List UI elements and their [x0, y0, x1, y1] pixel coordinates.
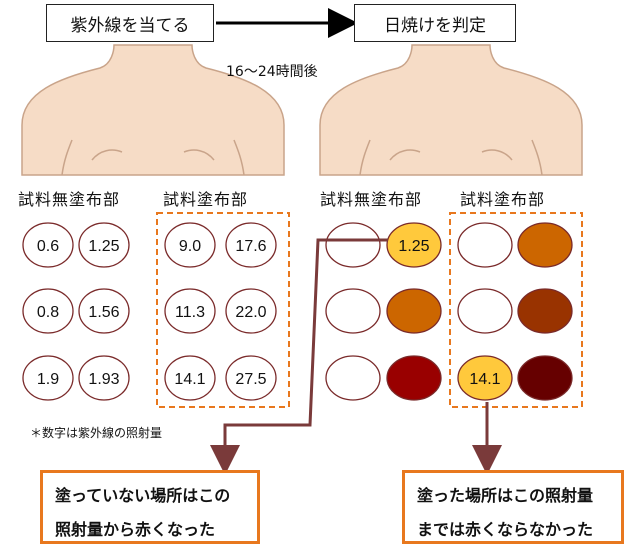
- circle: [386, 288, 442, 334]
- circle-highlight: [386, 222, 442, 268]
- circle: [22, 288, 74, 334]
- value-text: 22.0: [235, 304, 266, 321]
- circle: [225, 288, 277, 334]
- right-treated-label: 試料塗布部: [460, 190, 546, 209]
- right-untreated-label: 試料無塗布部: [320, 190, 423, 209]
- left-circle-values: 0.6 1.25 0.8 1.56 1.9 1.93 9.0 17.6 11.3…: [37, 238, 267, 388]
- right-treated-circles: [457, 222, 573, 401]
- value-text: 1.9: [37, 371, 59, 388]
- circle: [78, 222, 130, 268]
- circle: [325, 355, 381, 401]
- circle: [225, 355, 277, 401]
- callout-treated-line1: 塗った場所はこの照射量: [417, 486, 594, 505]
- value-text: 0.6: [37, 238, 59, 255]
- interval-label: 16〜24時間後: [226, 64, 318, 80]
- step-sunburn-judgement: 日焼けを判定: [354, 4, 516, 42]
- circle: [225, 222, 277, 268]
- highlight-untreated-value: 1.25: [398, 238, 429, 255]
- circle: [78, 288, 130, 334]
- callout-untreated: 塗っていない場所はこの 照射量から赤くなった: [40, 470, 260, 544]
- circle: [457, 222, 513, 268]
- value-text: 27.5: [235, 371, 266, 388]
- circle: [517, 355, 573, 401]
- left-treated-dashed-box: [156, 212, 290, 408]
- circle: [22, 355, 74, 401]
- value-text: 0.8: [37, 304, 59, 321]
- circle: [22, 222, 74, 268]
- value-text: 9.0: [179, 238, 201, 255]
- value-text: 1.93: [88, 371, 119, 388]
- left-treated-label: 試料塗布部: [163, 190, 249, 209]
- left-torso-illustration: [21, 44, 285, 176]
- right-treated-dashed-box: [449, 212, 583, 408]
- circle: [164, 355, 216, 401]
- callout-treated: 塗った場所はこの照射量 までは赤くならなかった: [402, 470, 624, 544]
- value-text: 11.3: [175, 304, 205, 321]
- left-treated-circles: [164, 222, 277, 401]
- value-text: 17.6: [235, 238, 266, 255]
- callout-untreated-line2: 照射量から赤くなった: [55, 520, 216, 539]
- footnote: ＊数字は紫外線の照射量: [30, 426, 163, 440]
- callout-untreated-line1: 塗っていない場所はこの: [55, 486, 231, 505]
- right-untreated-circles: [325, 222, 442, 401]
- step-sunburn-judgement-label: 日焼けを判定: [384, 15, 486, 36]
- circle: [164, 288, 216, 334]
- value-text: 1.25: [88, 238, 119, 255]
- circle: [517, 288, 573, 334]
- circle: [457, 288, 513, 334]
- circle-highlight: [457, 355, 513, 401]
- circle: [386, 355, 442, 401]
- circle: [517, 222, 573, 268]
- circle: [78, 355, 130, 401]
- right-highlight-values: 1.25 14.1: [398, 238, 500, 388]
- right-torso-illustration: [319, 44, 583, 176]
- callout-treated-line2: までは赤くならなかった: [417, 520, 594, 539]
- left-pointer-line: [210, 238, 388, 475]
- step-uv-exposure-label: 紫外線を当てる: [70, 15, 190, 36]
- left-untreated-circles: [22, 222, 130, 401]
- circle: [164, 222, 216, 268]
- highlight-treated-value: 14.1: [469, 371, 500, 388]
- value-text: 1.56: [88, 304, 119, 321]
- circle: [325, 222, 381, 268]
- circle: [325, 288, 381, 334]
- value-text: 14.1: [174, 371, 205, 388]
- step-uv-exposure: 紫外線を当てる: [46, 4, 214, 42]
- left-untreated-label: 試料無塗布部: [18, 190, 121, 209]
